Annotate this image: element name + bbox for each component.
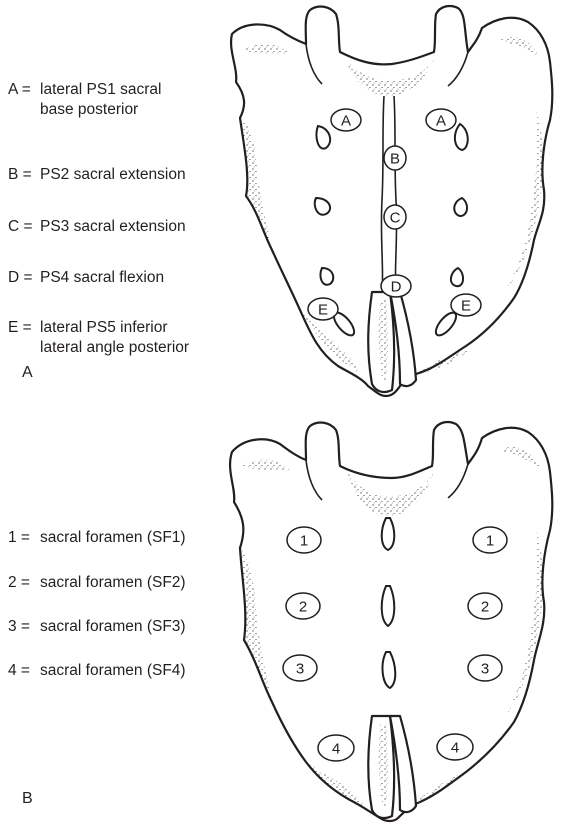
marker-1-right: 1 — [473, 527, 507, 553]
marker-4-right: 4 — [437, 734, 473, 760]
marker-label: C — [390, 210, 401, 227]
marker-label: E — [461, 298, 471, 315]
sacrum-a: A A B C D E E — [231, 6, 552, 396]
marker-label: 4 — [451, 740, 459, 757]
marker-1-left: 1 — [287, 527, 321, 553]
marker-label: 3 — [296, 661, 304, 678]
marker-b: B — [384, 146, 406, 170]
marker-3-right: 3 — [468, 655, 502, 681]
marker-label: B — [390, 151, 400, 168]
marker-label: 4 — [332, 741, 340, 758]
sacrum-b: 1 1 2 2 3 3 4 4 — [230, 422, 552, 821]
marker-a-left: A — [331, 109, 361, 131]
marker-label: 2 — [299, 599, 307, 616]
marker-label: 1 — [486, 533, 494, 550]
marker-e-left: E — [308, 298, 338, 320]
marker-e-right: E — [451, 294, 481, 316]
marker-c: C — [384, 205, 406, 229]
marker-label: 3 — [481, 661, 489, 678]
marker-4-left: 4 — [318, 735, 354, 761]
marker-3-left: 3 — [283, 655, 317, 681]
marker-d: D — [381, 275, 411, 297]
marker-label: A — [436, 113, 446, 130]
marker-label: 2 — [481, 599, 489, 616]
marker-a-right: A — [426, 109, 456, 131]
marker-label: D — [391, 279, 402, 296]
marker-label: A — [341, 113, 351, 130]
marker-2-left: 2 — [286, 593, 320, 619]
marker-label: E — [318, 302, 328, 319]
marker-label: 1 — [300, 533, 308, 550]
marker-2-right: 2 — [468, 593, 502, 619]
